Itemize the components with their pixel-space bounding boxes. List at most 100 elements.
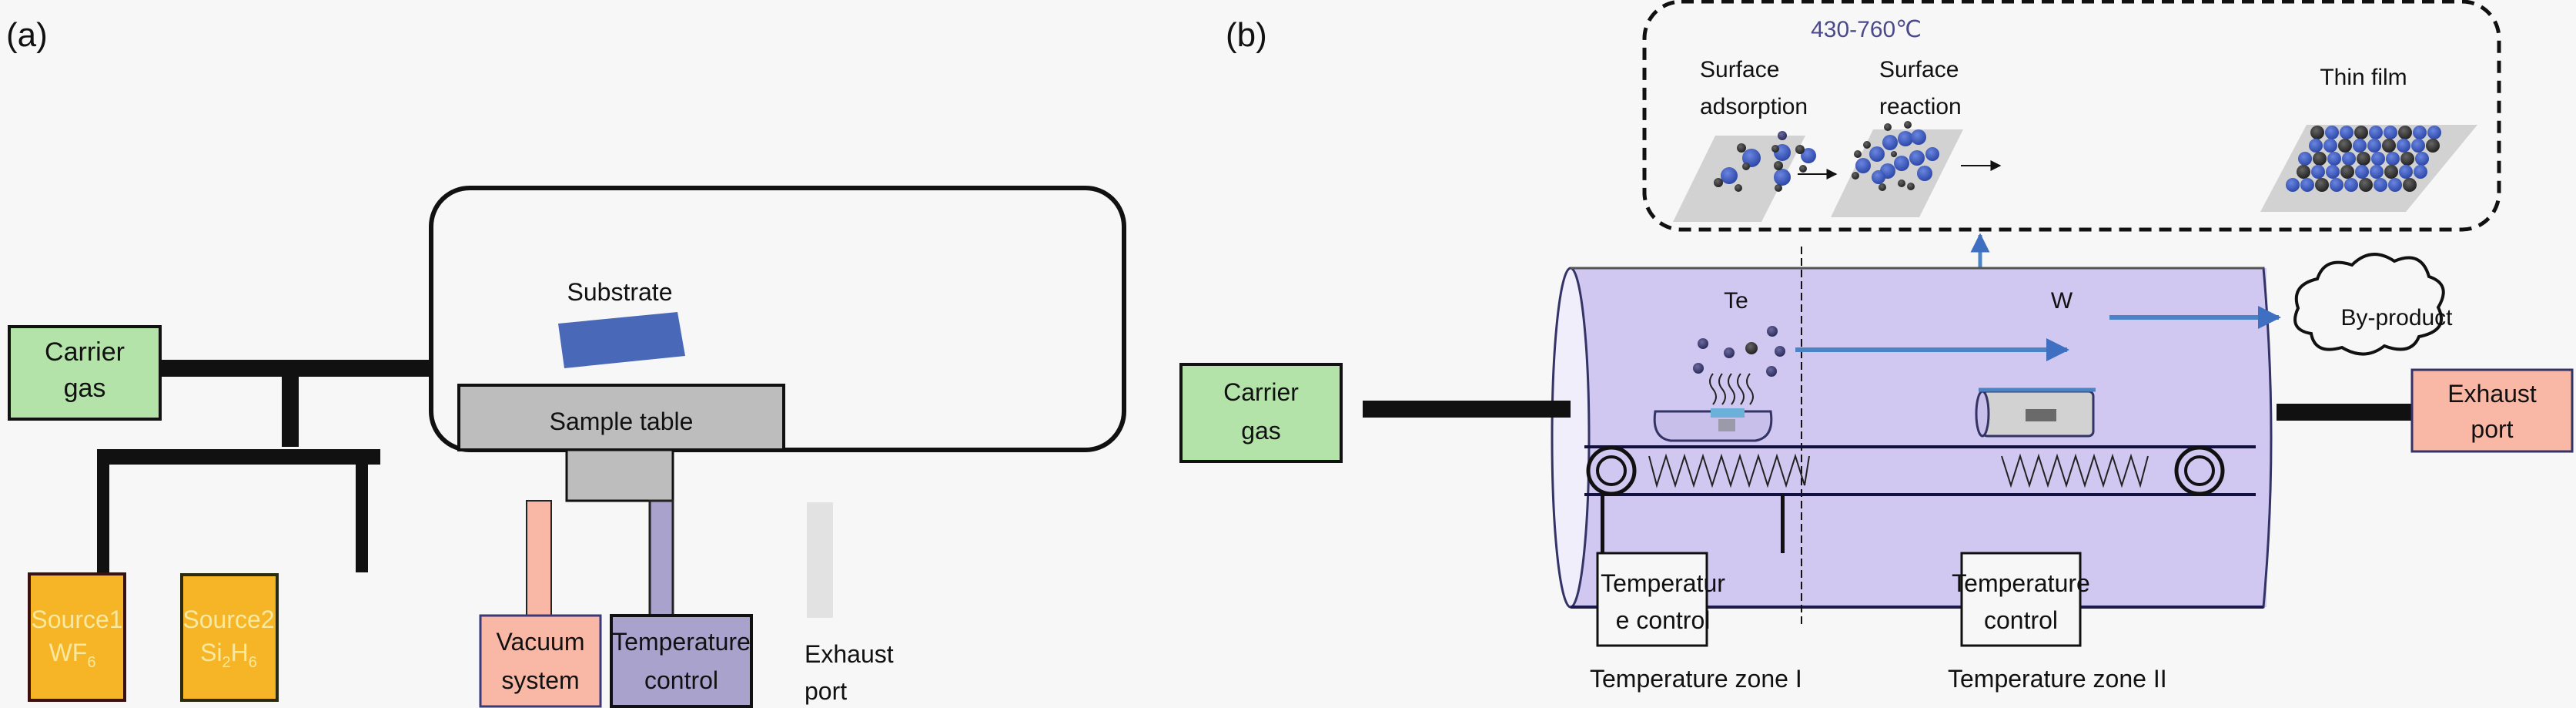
film-atom (2415, 152, 2429, 166)
carrier-gas-b-line2: gas (1241, 417, 1281, 445)
film-atom (2327, 152, 2341, 166)
film-atom (2340, 165, 2354, 179)
panel-b-label: (b) (1226, 16, 1267, 54)
temp-control-line1: Temperature (612, 628, 751, 656)
panel-a: (a) Carrier gas Source1 WF6 Source2 Si (6, 16, 1126, 708)
w-boat (1975, 388, 2096, 438)
film-atom (2338, 139, 2352, 153)
source1-label: Source1 (31, 606, 122, 633)
carrier-gas-box-a: Carrier gas (8, 325, 162, 421)
film-atom (2340, 126, 2354, 139)
exhaust-b-line2: port (2471, 415, 2513, 443)
heating-coil-1 (1648, 453, 1810, 488)
by-product-label: By-product (2340, 305, 2453, 331)
film-atom (2399, 165, 2413, 179)
film-atom (2397, 139, 2410, 153)
temp-probe-1 (1601, 495, 1604, 553)
tc2-line1: Temperature (1952, 569, 2090, 597)
step-thin-film: Thin film (2260, 65, 2477, 212)
step2-line2: reaction (1879, 94, 1962, 119)
tc1-line1: Temperatur (1601, 569, 1725, 597)
step1-line1: Surface (1700, 57, 1779, 82)
adsorbed-atoms (1714, 131, 1816, 192)
w-source (2026, 409, 2056, 421)
source1-box: Source1 WF6 (28, 572, 126, 702)
zone-2-label: Temperature zone II (1948, 665, 2167, 693)
carrier-gas-line2: gas (64, 374, 106, 403)
vacuum-line1: Vacuum (496, 628, 584, 656)
film-atom (2413, 126, 2427, 139)
film-atom (2370, 165, 2384, 179)
sample-table-label: Sample table (550, 408, 694, 435)
te-label: Te (1724, 288, 1748, 314)
temp-control-box-zone2: Temperature control (1952, 552, 2090, 647)
temperature-control-box-a: Temperature control (610, 614, 753, 708)
source1-formula: WF6 (49, 639, 96, 671)
film-atom (2353, 139, 2367, 153)
sample-table-stem (565, 448, 674, 502)
substrate-plate-1 (1673, 136, 1805, 222)
by-product-cloud: By-product (2293, 253, 2453, 356)
film-atom (2369, 126, 2383, 139)
film-atom (2323, 139, 2337, 153)
film-atom (2355, 165, 2369, 179)
panel-a-label: (a) (6, 16, 48, 54)
step-surface-reaction: Surface reaction (1831, 57, 1963, 217)
source2-label: Source2 (182, 606, 274, 633)
film-atom (2315, 178, 2329, 192)
thin-film-atoms (2286, 126, 2441, 192)
film-atom (2371, 152, 2385, 166)
film-atom (2354, 126, 2368, 139)
roller-right (2174, 445, 2225, 496)
film-atom (2359, 178, 2373, 192)
film-atom (2330, 178, 2343, 192)
film-atom (2427, 126, 2441, 139)
substrate (558, 312, 685, 368)
film-atom (2344, 178, 2358, 192)
source2-formula: Si2H6 (200, 639, 257, 671)
exhaust-outlet-pipe (2277, 404, 2412, 421)
gas-lines (97, 360, 433, 572)
film-atom (2384, 165, 2398, 179)
step1-line2: adsorption (1700, 94, 1808, 119)
vacuum-system-box: Vacuum system (479, 614, 602, 708)
film-atom (2298, 152, 2312, 166)
carrier-gas-line1: Carrier (45, 337, 125, 367)
film-atom (2403, 178, 2417, 192)
film-atom (2310, 126, 2324, 139)
film-atom (2426, 139, 2440, 153)
film-atom (2357, 152, 2370, 166)
roller-left (1586, 445, 1637, 496)
exhaust-b-line1: Exhaust (2447, 380, 2537, 408)
temp-control-pipe (648, 499, 674, 618)
temp-probe-2 (1781, 495, 1785, 553)
gas-inlet-pipe (1363, 401, 1571, 418)
zone-1-label: Temperature zone I (1590, 665, 1802, 693)
tc2-line2: control (1984, 606, 2058, 634)
step3-label: Thin film (2320, 65, 2407, 90)
film-atom (2325, 126, 2339, 139)
source2-box: Source2 Si2H6 (180, 573, 279, 702)
film-atom (2326, 165, 2340, 179)
film-atom (2300, 178, 2314, 192)
film-atom (2313, 152, 2327, 166)
step2-line1: Surface (1879, 57, 1959, 82)
tube-opening (1551, 267, 1591, 609)
te-atoms (1693, 326, 1785, 377)
film-atom (2388, 178, 2402, 192)
carrier-gas-b-line1: Carrier (1223, 378, 1299, 406)
conveyor-belt (1584, 445, 2256, 496)
film-atom (2384, 126, 2397, 139)
exhaust-line1: Exhaust (805, 640, 894, 668)
panel-b: (b) 430-760℃ Surface adsorption Surface … (1179, 0, 2574, 693)
tc1-line2: e control (1616, 606, 1711, 634)
vapor-lines (1709, 373, 1754, 405)
film-atom (2311, 165, 2325, 179)
exhaust-line2: port (805, 677, 847, 705)
film-atom (2286, 178, 2300, 192)
w-label: W (2051, 288, 2073, 314)
te-boat (1653, 326, 1785, 442)
exhaust-pipe (807, 502, 833, 618)
film-atom (2382, 139, 2396, 153)
